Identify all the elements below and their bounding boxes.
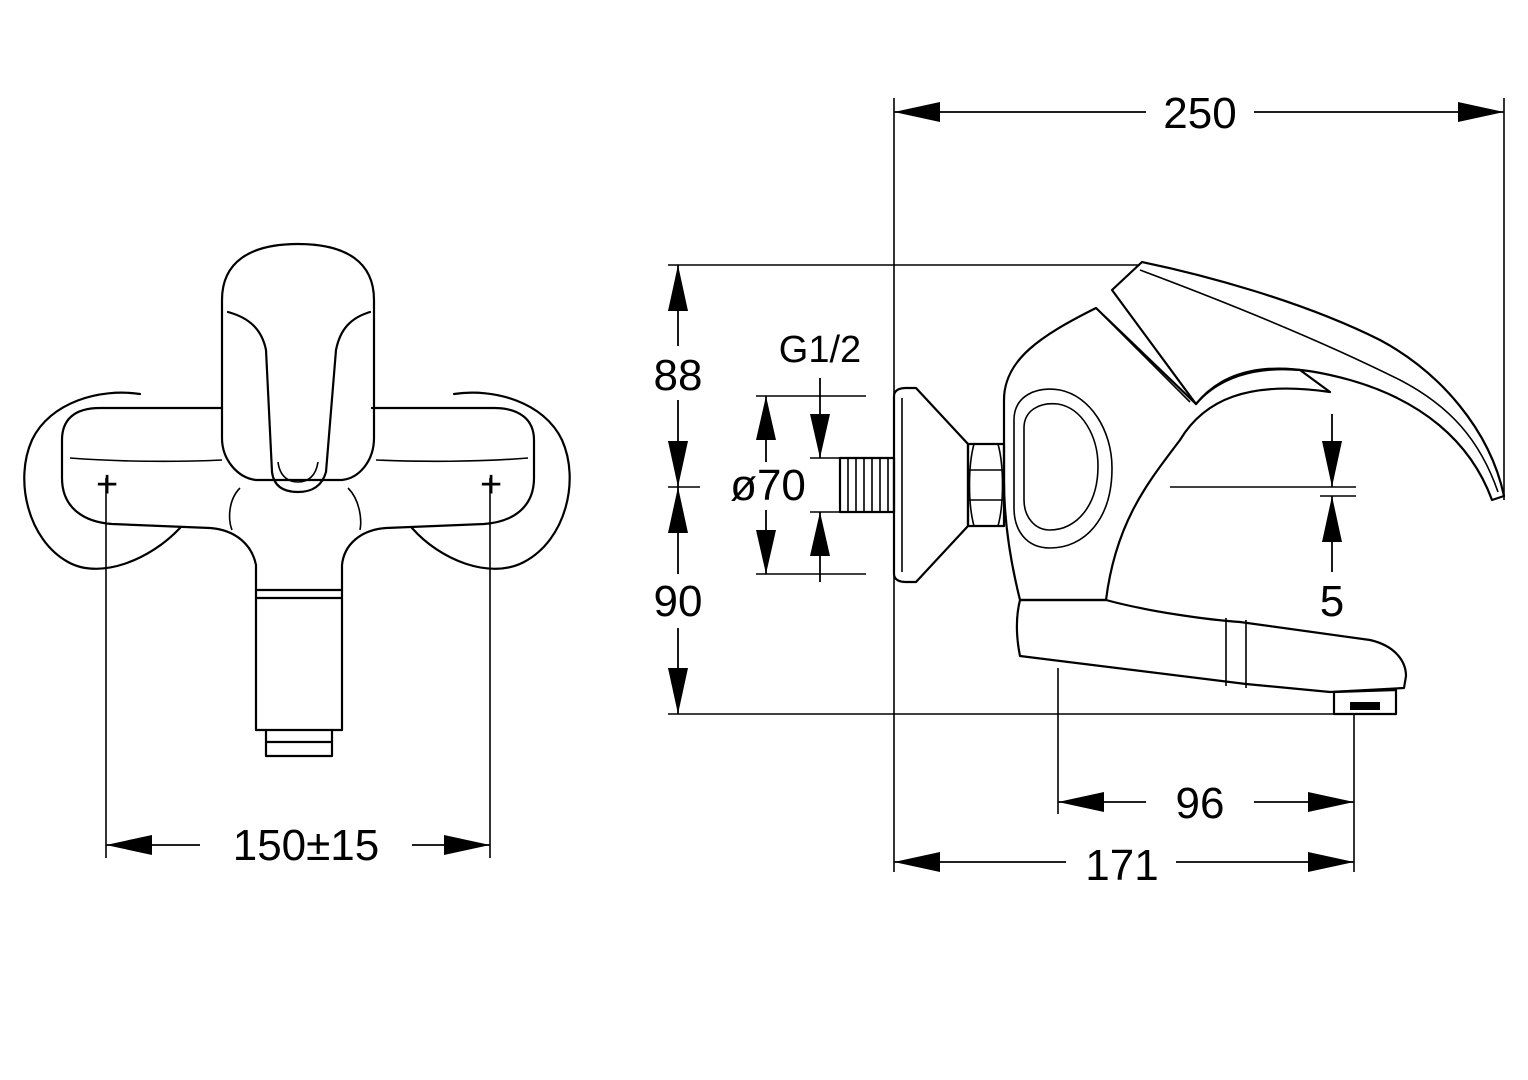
dome-curve-right (347, 487, 362, 531)
mixer-body-side (1002, 306, 1332, 602)
cartridge-dome (220, 242, 376, 482)
left-valve-rosette (23, 391, 182, 570)
height-below-arrow-top (668, 487, 688, 533)
lever-handle (226, 310, 372, 494)
body-side-inner (1023, 402, 1099, 531)
spout-length-label: 96 (1176, 779, 1225, 828)
rosette-arrow-top (756, 396, 776, 440)
front-view: + + 150±15 (23, 242, 571, 870)
spout-arrow-right (1308, 792, 1354, 812)
left-centre-mark: + (96, 464, 118, 506)
aerator (1332, 688, 1398, 716)
spout-joint (1225, 618, 1247, 688)
lever-side-inner (1139, 269, 1499, 493)
body-inner-line (69, 457, 529, 463)
height-above-label: 88 (654, 351, 703, 400)
union-nut (966, 442, 1006, 528)
lever-side-underline (1099, 311, 1191, 403)
rosette-arrow-bottom (756, 530, 776, 574)
length-arrow-left (894, 102, 940, 122)
body-side-recess (1013, 388, 1113, 549)
spout-outlet (264, 728, 334, 758)
length-dimension-label: 250 (1163, 89, 1236, 138)
offset-arrow-bottom (1322, 496, 1342, 542)
spout-arrow-left (1058, 792, 1104, 812)
spout (254, 588, 344, 732)
dome-curve-left (228, 487, 241, 531)
width-arrow-right (444, 835, 490, 855)
height-above-arrow-bottom (668, 441, 688, 487)
height-above-arrow-top (668, 265, 688, 311)
projection-arrow-right (1308, 852, 1354, 872)
thread-label: G1/2 (779, 329, 861, 371)
wall-rosette (892, 386, 970, 584)
thread-hatching (847, 458, 889, 512)
side-view: 250 88 90 ø70 G1/2 (640, 89, 1506, 890)
projection-label: 171 (1085, 841, 1158, 890)
height-below-arrow-bottom (668, 668, 688, 714)
lever-offset-label: 5 (1320, 577, 1344, 626)
length-arrow-right (1458, 102, 1504, 122)
right-valve-rosette (410, 391, 571, 570)
spout-side (1015, 598, 1408, 694)
lever-side (1110, 260, 1506, 502)
aerator-face (1350, 702, 1380, 710)
lever-outline (277, 461, 319, 483)
offset-arrow-top (1322, 441, 1342, 487)
union-nut-detail (968, 443, 1004, 527)
right-centre-mark: + (480, 464, 502, 506)
width-arrow-left (106, 835, 152, 855)
width-dimension-label: 150±15 (233, 821, 380, 870)
thread-arrow-top (810, 414, 830, 458)
rosette-diameter-label: ø70 (730, 461, 806, 510)
thread-arrow-bottom (810, 512, 830, 556)
projection-arrow-left (894, 852, 940, 872)
height-below-label: 90 (654, 577, 703, 626)
mixer-body (60, 406, 536, 592)
